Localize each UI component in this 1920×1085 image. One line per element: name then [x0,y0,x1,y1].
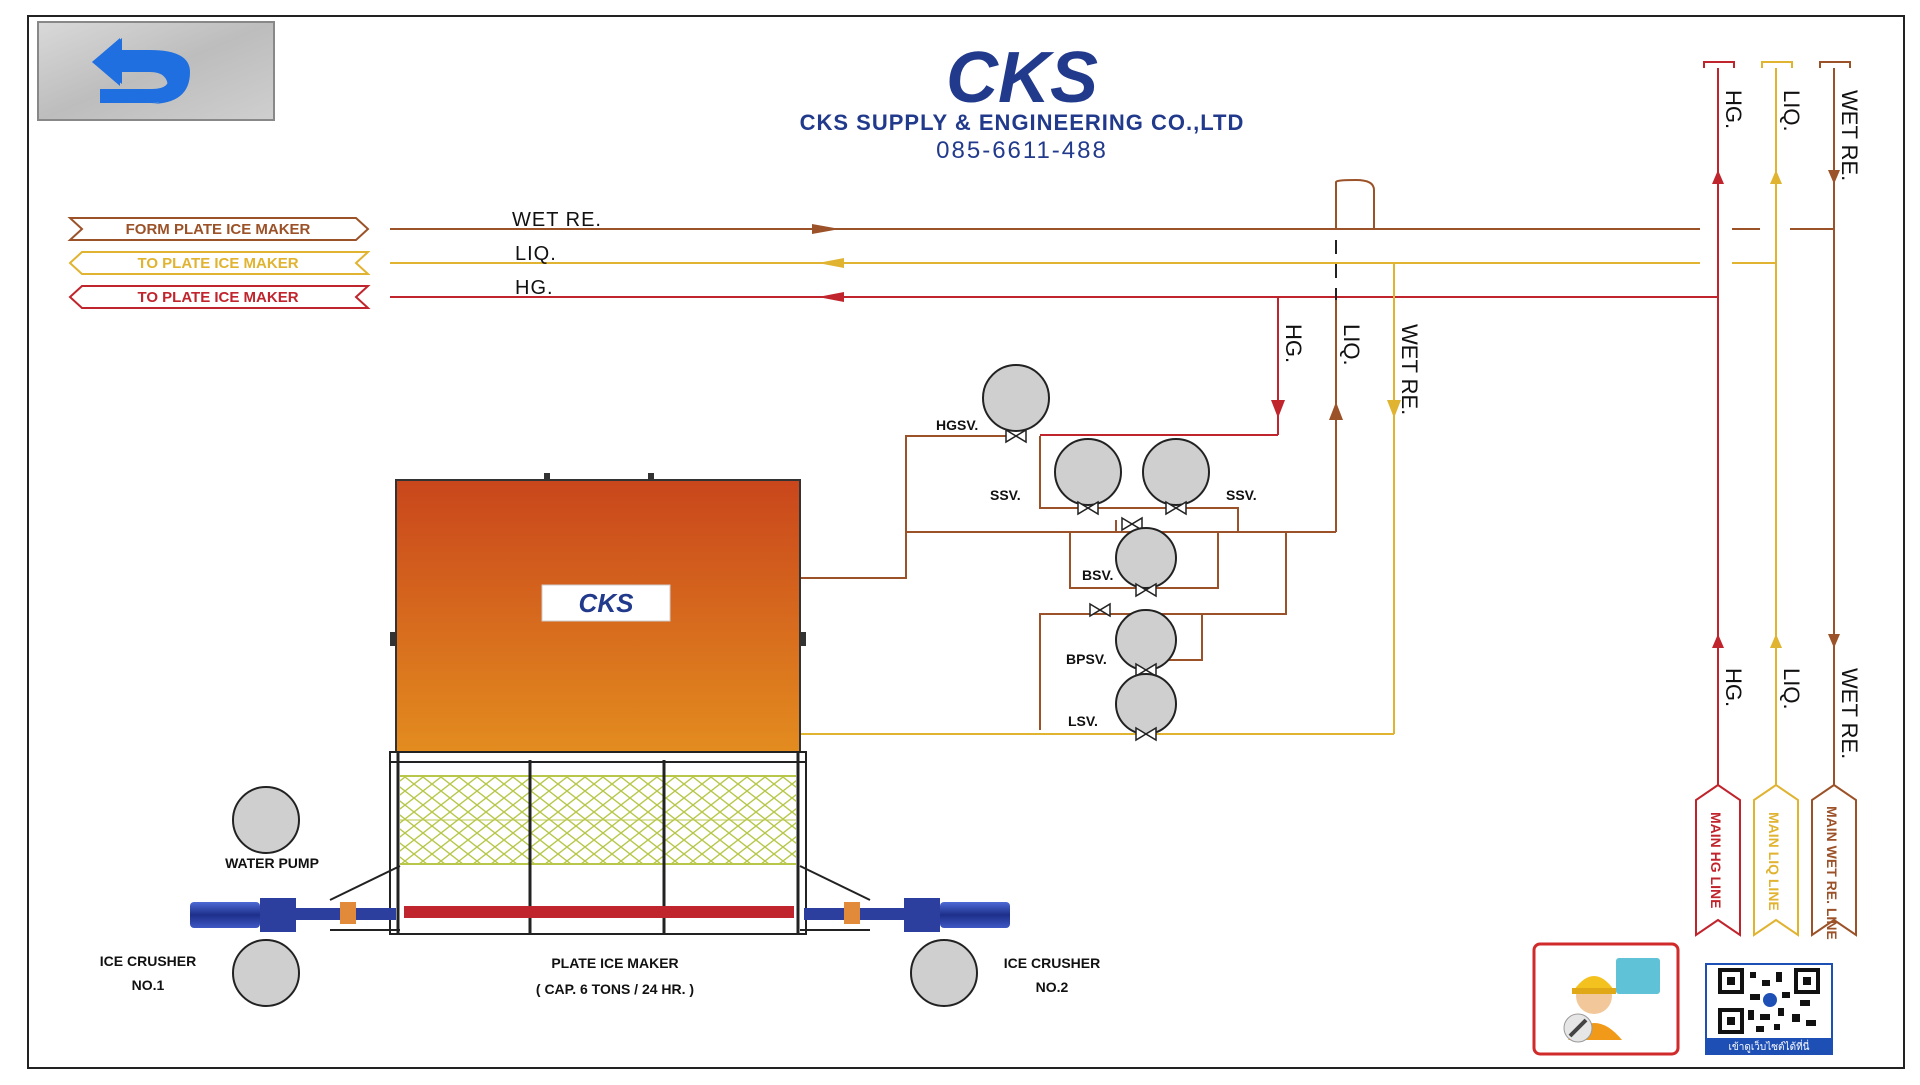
ice-crusher-1-label: ICE CRUSHER [100,953,196,969]
hg-line-label: HG. [515,277,554,299]
ice-crusher-1-gauge [232,939,300,1007]
wet-re-line [390,224,1834,234]
tag-form-plate: FORM PLATE ICE MAKER [67,217,370,241]
tag-to-plate-liq: TO PLATE ICE MAKER [68,251,371,275]
ice-crusher-1-number: NO.1 [132,977,165,993]
qr-code-icon [1718,968,1820,1034]
plate-maker-frame [389,751,807,935]
tag-to-plate-hg: TO PLATE ICE MAKER [68,285,371,309]
back-arrow-icon [92,38,190,104]
tag-form-plate-text: FORM PLATE ICE MAKER [126,221,311,238]
main-wet-line-text: MAIN WET RE. LINE [1824,806,1840,940]
crusher-motor-right [799,865,1010,932]
ice-crusher-2-label: ICE CRUSHER [1004,955,1100,971]
main-hg-line-tag: MAIN HG LINE [1695,783,1741,937]
bsv-gauge [1115,527,1177,598]
plate-ice-maker-capacity: ( CAP. 6 TONS / 24 HR. ) [536,981,694,997]
ssv-left-label: SSV. [990,487,1021,503]
branch-hg-label: HG. [1281,324,1306,363]
lsv-label: LSV. [1068,713,1098,729]
ssv-left-gauge [1054,438,1122,516]
bsv-label: BSV. [1082,567,1113,583]
wet-line-loop [1335,178,1375,229]
ssv-right-gauge [1142,438,1210,516]
liq-branch-return [1329,300,1343,532]
company-name: CKS SUPPLY & ENGINEERING CO.,LTD [800,110,1245,135]
hg-branch [1040,297,1285,436]
qr-code-box[interactable]: เข้าดูเว็บไซต์ได้ที่นี่ [1705,963,1833,1055]
main-wet-line-tag: MAIN WET RE. LINE [1811,783,1857,940]
main-liq-riser [1761,61,1793,785]
main-liq-line-text: MAIN LIQ LINE [1766,812,1782,911]
main-wet-riser [1819,61,1851,785]
company-phone: 085-6611-488 [936,137,1108,164]
company-logo-text: CKS [946,38,1098,118]
lsv-gauge [1115,673,1177,742]
right-top-liq-label: LIQ. [1779,90,1804,132]
branch-wet-label: WET RE. [1397,324,1422,415]
company-logo: CKS [946,38,1098,118]
plate-maker-logo: CKS [579,588,635,618]
tag-to-plate-liq-text: TO PLATE ICE MAKER [137,255,298,272]
wet-branch [800,263,1401,735]
technician-icon [1563,958,1660,1043]
ssv-right-label: SSV. [1226,487,1257,503]
wet-re-line-label: WET RE. [512,209,602,231]
right-top-wet-label: WET RE. [1837,90,1862,181]
hg-line [390,292,1718,302]
liq-line [390,258,1776,268]
technician-button[interactable] [1532,942,1680,1056]
bpsv-gauge [1115,609,1177,678]
water-pump-label: WATER PUMP [225,855,319,871]
right-bottom-liq-label: LIQ. [1779,668,1804,710]
branch-liq-label: LIQ. [1339,324,1364,366]
ice-crusher-2-number: NO.2 [1036,979,1069,995]
frame-border [27,15,1905,1069]
check-valve [1121,516,1143,532]
right-bottom-wet-label: WET RE. [1837,668,1862,759]
right-top-hg-label: HG. [1721,90,1746,129]
bypass-valve-symbol [1089,602,1111,618]
qr-caption: เข้าดูเว็บไซต์ได้ที่นี่ [1728,1039,1809,1053]
plate-ice-maker-label: PLATE ICE MAKER [551,955,678,971]
back-button[interactable] [37,21,275,121]
main-hg-line-text: MAIN HG LINE [1708,812,1724,908]
tag-to-plate-hg-text: TO PLATE ICE MAKER [137,289,298,306]
plate-ice-maker: CKS [390,473,806,753]
water-pump-gauge [232,786,300,854]
hgsv-label: HGSV. [936,417,978,433]
hgsv-gauge [982,364,1050,444]
ice-crusher-2-gauge [910,939,978,1007]
crusher-motor-left [190,865,401,932]
right-bottom-hg-label: HG. [1721,668,1746,707]
main-liq-line-tag: MAIN LIQ LINE [1753,783,1799,937]
bpsv-label: BPSV. [1066,651,1107,667]
main-hg-riser [1703,61,1735,785]
valve-station-piping [800,435,1336,730]
liq-line-label: LIQ. [515,243,557,265]
